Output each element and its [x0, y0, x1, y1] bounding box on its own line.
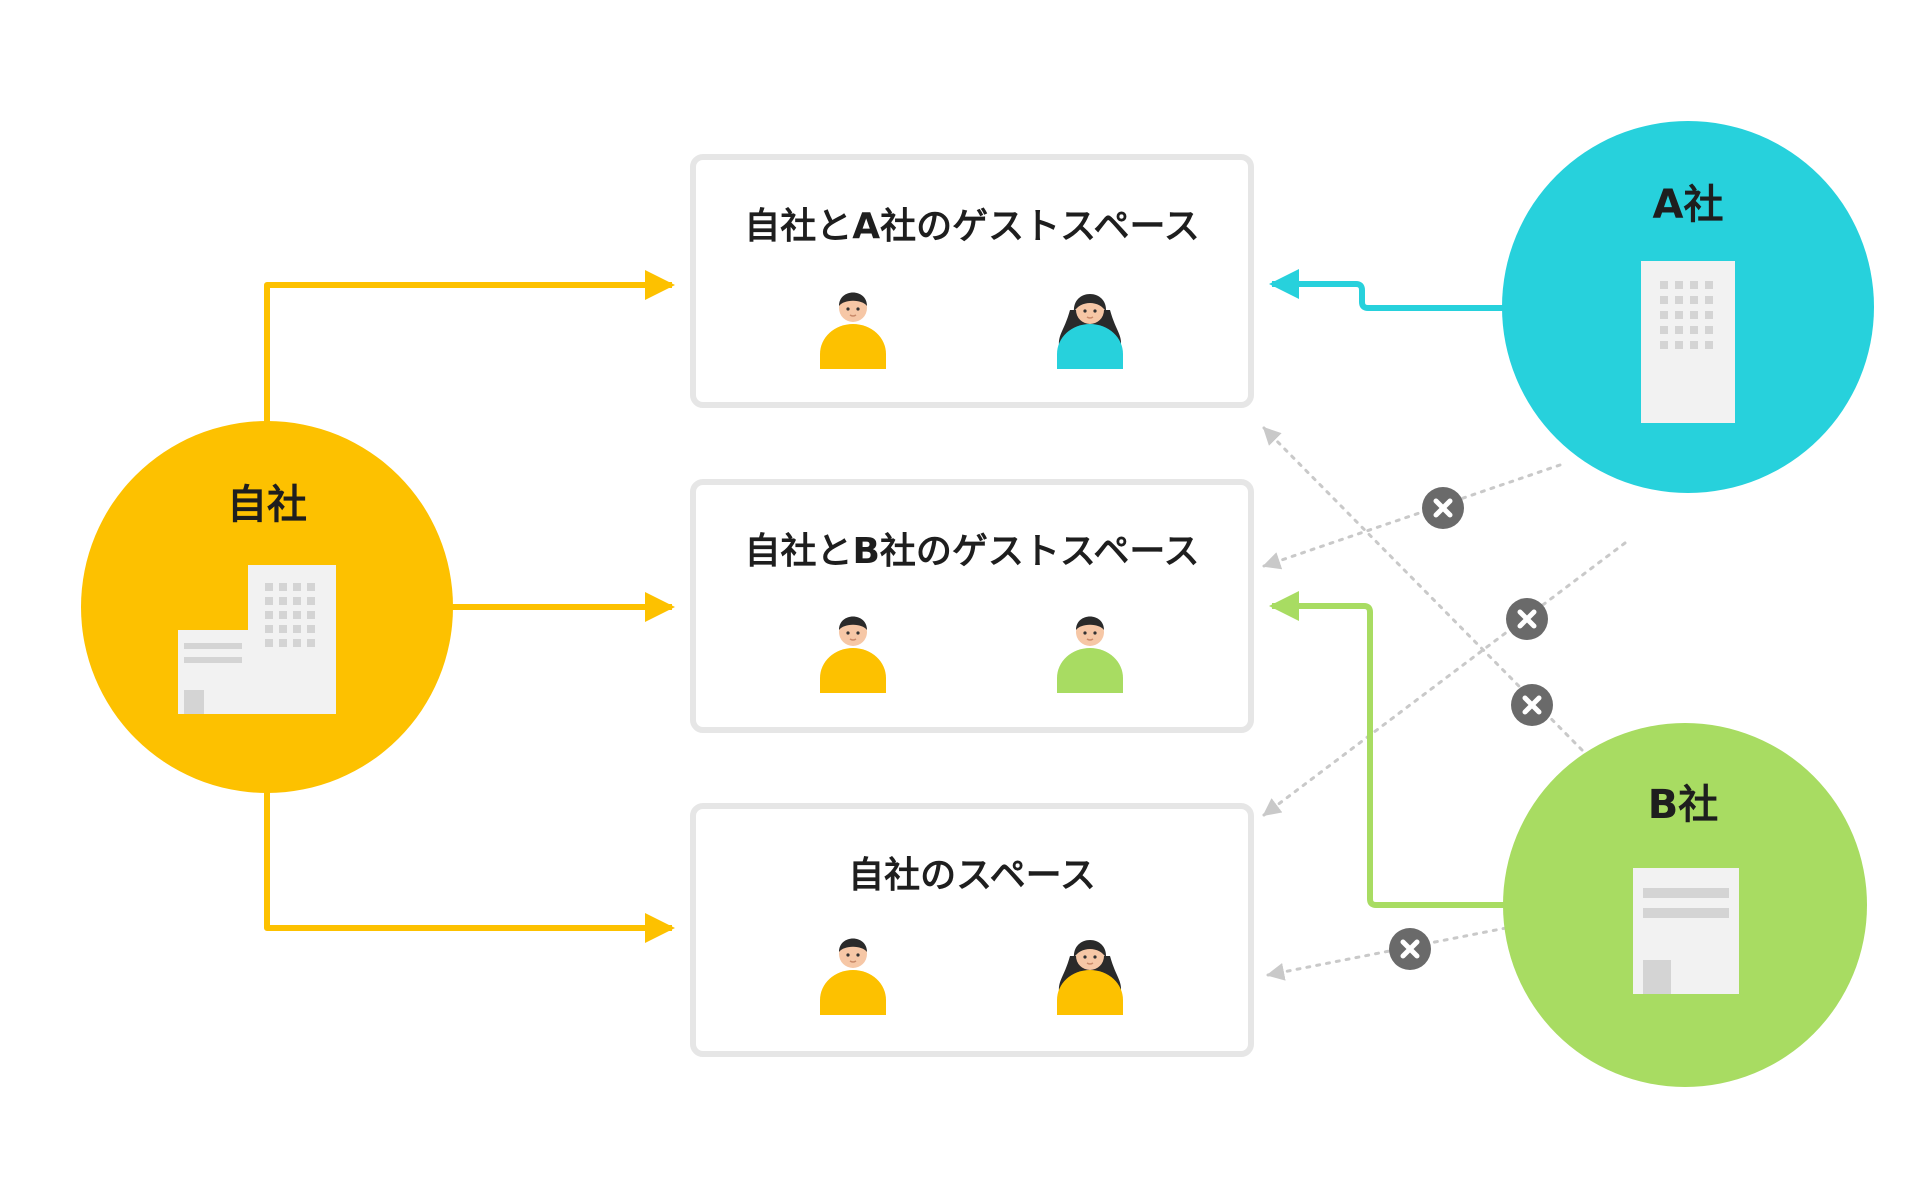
company-a-label: A社: [1653, 182, 1724, 228]
building-icon: [1641, 261, 1735, 423]
company-a-node: A社: [1502, 121, 1874, 493]
blocked-line-a-to-b-space: [1262, 463, 1562, 570]
space-box-own-a: 自社とA社のゲストスペース: [690, 154, 1254, 408]
blocked-connections: [1262, 426, 1627, 981]
space-title: 自社とA社のゲストスペース: [744, 206, 1200, 247]
company-b-label: B社: [1648, 782, 1719, 828]
own-connections: [264, 270, 675, 943]
own-to-space-a-arrow: [264, 270, 675, 424]
blocked-x-icon: [1506, 598, 1548, 640]
own-to-own-space-arrow: [264, 790, 675, 943]
building-icon: [1633, 868, 1739, 994]
blocked-x-icon: [1422, 487, 1464, 529]
space-box-own-b: 自社とB社のゲストスペース: [690, 479, 1254, 733]
blocked-x-icon: [1511, 684, 1553, 726]
b-to-space-b-arrow: [1269, 591, 1508, 908]
a-to-space-a-arrow: [1269, 269, 1510, 311]
building-icon: [178, 565, 336, 714]
own-company-node: 自社: [81, 421, 453, 793]
company-b-node: B社: [1503, 723, 1867, 1087]
space-box-own: 自社のスペース: [690, 803, 1254, 1057]
space-title: 自社のスペース: [848, 855, 1096, 896]
own-company-label: 自社: [227, 482, 307, 528]
space-title: 自社とB社のゲストスペース: [744, 531, 1199, 572]
blocked-line-b-to-own-space: [1266, 926, 1508, 981]
blocked-x-icon: [1389, 928, 1431, 970]
